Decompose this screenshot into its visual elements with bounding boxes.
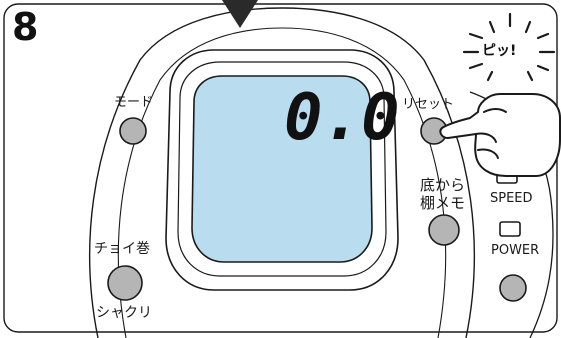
chokoi-button-shape: [107, 265, 143, 301]
pressing-hand-icon: [439, 93, 561, 177]
chokoi-label-top: チョイ巻: [94, 241, 150, 257]
mode-button[interactable]: [120, 118, 146, 144]
speed-button[interactable]: [497, 169, 517, 183]
chokoi-label-bottom: シャクリ: [96, 305, 152, 321]
bottom-memo-button-shape: [428, 214, 460, 246]
reset-button-label: リセット: [402, 97, 455, 112]
device-body-inner-outline: [117, 27, 447, 338]
bottom-memo-label-line2: 棚メモ: [420, 194, 466, 212]
mode-button-shape: [119, 117, 147, 145]
lcd-screen: [191, 75, 373, 263]
chokoi-button[interactable]: [108, 266, 142, 300]
bottom-memo-button[interactable]: [429, 215, 459, 245]
step-number: 8: [12, 5, 39, 49]
reset-button[interactable]: [421, 118, 447, 144]
beep-text: ピッ!: [482, 43, 517, 59]
power-button[interactable]: [500, 275, 526, 301]
power-label: POWER: [491, 243, 540, 258]
pointer-triangle-icon: [222, 0, 258, 28]
mode-button-label: モード: [114, 95, 154, 110]
power-button-shape: [499, 221, 521, 237]
lcd-reading: 0.0: [284, 81, 400, 155]
beep-burst-icon: [462, 12, 556, 82]
device-body-outline: [89, 7, 475, 338]
bottom-memo-label-line1: 底から: [420, 176, 466, 194]
speed-label: SPEED: [490, 191, 533, 206]
figure-frame: [3, 3, 558, 333]
power-round-button-shape: [499, 274, 527, 302]
